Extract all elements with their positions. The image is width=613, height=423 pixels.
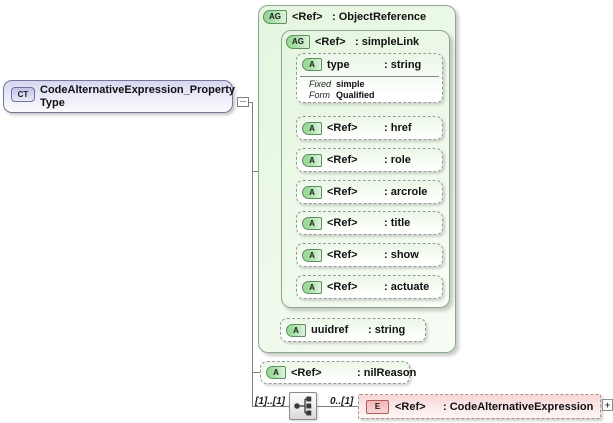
facet-fixed-value: simple: [336, 79, 365, 89]
connector-line: [252, 372, 260, 373]
facet-form-value: Qualified: [336, 90, 375, 100]
attribute-role[interactable]: A <Ref> : role: [296, 148, 443, 172]
attribute-name: <Ref>: [327, 217, 358, 229]
group-ref-label: <Ref>: [292, 10, 323, 23]
attribute-type-label: : href: [384, 122, 412, 134]
group-ref-label: <Ref>: [315, 35, 346, 48]
group-type-label: : ObjectReference: [332, 10, 427, 23]
attribute-name: <Ref>: [327, 154, 358, 166]
attribute-type-label: : string: [384, 58, 422, 71]
attribute-name: uuidref: [311, 324, 349, 336]
a-badge: A: [286, 323, 306, 337]
attribute-type-label: : show: [384, 249, 419, 261]
attribute-type[interactable]: A type : string Fixed simple Form Qualif…: [296, 53, 443, 103]
attribute-actuate[interactable]: A <Ref> : actuate: [296, 275, 443, 299]
attribute-type-label: : role: [384, 154, 411, 166]
ct-badge: CT: [11, 87, 35, 102]
e-badge: E: [366, 399, 389, 414]
attribute-uuidref[interactable]: A uuidref : string: [280, 318, 426, 342]
choice-icon: [294, 396, 312, 416]
a-badge: A: [302, 280, 322, 294]
expand-icon[interactable]: +: [602, 399, 613, 411]
attribute-arcrole[interactable]: A <Ref> : arcrole: [296, 180, 443, 204]
connector-line: [252, 406, 289, 407]
facet-fixed-label: Fixed: [309, 79, 332, 89]
a-badge: A: [302, 216, 322, 230]
attribute-type-label: : actuate: [384, 281, 430, 293]
attribute-name: <Ref>: [327, 281, 358, 293]
attribute-name: type: [327, 58, 350, 71]
attribute-title[interactable]: A <Ref> : title: [296, 211, 443, 235]
element-codealternativeexpression[interactable]: E <Ref> : CodeAlternativeExpression: [358, 394, 601, 419]
attribute-type-label: : arcrole: [384, 186, 428, 198]
attribute-type-label: : nilReason: [357, 366, 417, 379]
choice-compositor-button[interactable]: [289, 392, 317, 420]
attribute-name: <Ref>: [327, 122, 358, 134]
ag-badge: AG: [263, 9, 287, 24]
a-badge: A: [302, 58, 322, 71]
a-badge: A: [266, 366, 286, 379]
complextype-node[interactable]: CT CodeAlternativeExpression_PropertyTyp…: [3, 80, 235, 113]
a-badge: A: [302, 121, 322, 135]
element-type-label: : CodeAlternativeExpression: [443, 400, 594, 413]
cardinality-label: 0..[1]: [330, 396, 354, 407]
attribute-name: <Ref>: [327, 186, 358, 198]
attribute-nilreason[interactable]: A <Ref> : nilReason: [260, 361, 416, 384]
facet-form-label: Form: [309, 90, 330, 100]
complextype-title: CodeAlternativeExpression_PropertyType: [40, 84, 236, 109]
attribute-name: <Ref>: [327, 249, 358, 261]
connector-line: [249, 102, 253, 103]
attribute-show[interactable]: A <Ref> : show: [296, 243, 443, 267]
a-badge: A: [302, 153, 322, 167]
collapse-handle-icon[interactable]: [237, 97, 249, 107]
element-ref-label: <Ref>: [395, 400, 426, 413]
attribute-type-label: : title: [384, 217, 411, 229]
ag-badge: AG: [286, 34, 310, 49]
attribute-type-label: : string: [368, 324, 406, 336]
connector-line: [252, 102, 253, 407]
group-type-label: : simpleLink: [355, 35, 420, 48]
connector-line: [317, 406, 358, 407]
facet-separator: [300, 76, 439, 77]
a-badge: A: [302, 185, 322, 199]
attribute-name: <Ref>: [291, 366, 322, 379]
attribute-href[interactable]: A <Ref> : href: [296, 116, 443, 140]
cardinality-label: [1]..[1]: [255, 396, 285, 407]
a-badge: A: [302, 248, 322, 262]
